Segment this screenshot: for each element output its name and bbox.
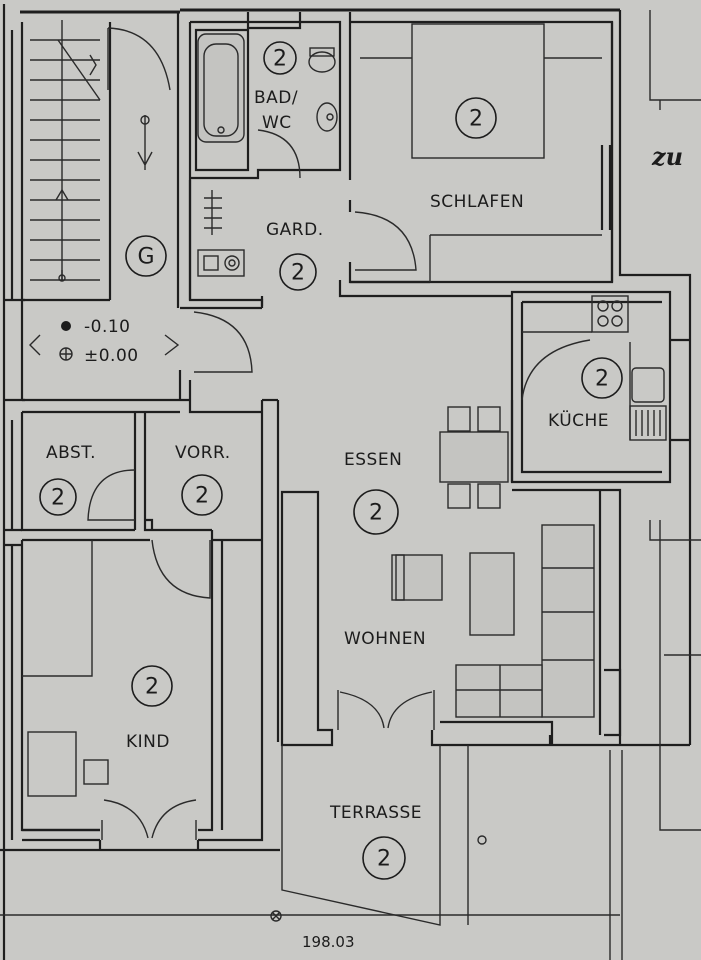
room-gard: GARD. 2 <box>266 220 324 291</box>
terrasse-number: 2 <box>377 847 391 872</box>
bad-label-line1: BAD/ <box>254 88 298 108</box>
towel-radiator <box>204 190 222 235</box>
schlafen-number: 2 <box>469 107 483 132</box>
gard-label: GARD. <box>266 220 324 240</box>
bathtub <box>197 33 245 143</box>
room-kueche: 2 KÜCHE <box>548 357 623 431</box>
sink-icon <box>316 102 338 132</box>
essen-number: 2 <box>369 501 383 526</box>
kind-furniture <box>22 540 109 797</box>
level-1: -0.10 <box>84 317 131 337</box>
entry-door <box>193 311 253 373</box>
bath-door <box>257 129 301 179</box>
arrow-right-icon <box>164 334 180 356</box>
wohnen-label: WOHNEN <box>344 629 426 649</box>
walls <box>0 4 701 960</box>
bed <box>360 23 602 282</box>
dining-table <box>439 406 509 509</box>
room-abst: ABST. 2 <box>39 443 96 516</box>
abst-label: ABST. <box>46 443 96 463</box>
gard-number: 2 <box>291 261 305 286</box>
room-wohnen: WOHNEN <box>344 629 426 649</box>
level-markers: -0.10 ±0.00 <box>59 317 139 366</box>
bad-number: 2 <box>273 47 287 72</box>
kueche-number: 2 <box>595 367 609 392</box>
abst-door <box>87 469 136 521</box>
kind-number: 2 <box>145 675 159 700</box>
toilet-icon <box>308 47 336 73</box>
stair-marker: G <box>125 235 167 277</box>
washer-dryer <box>197 249 245 277</box>
handwritten-note: zu <box>651 142 683 171</box>
arrow-left-icon <box>29 334 41 356</box>
room-essen: ESSEN 2 <box>344 450 402 535</box>
room-terrasse: TERRASSE 2 <box>329 803 487 880</box>
abst-number: 2 <box>51 486 65 511</box>
room-kind: 2 KIND <box>126 665 173 752</box>
elevation-marker: 198.03 <box>270 910 355 951</box>
stair-number: G <box>137 245 154 270</box>
terrasse-label: TERRASSE <box>329 803 422 823</box>
bad-label-line2: WC <box>262 113 292 133</box>
vorr-number: 2 <box>195 484 209 509</box>
kind-label: KIND <box>126 732 170 752</box>
kind-door <box>151 539 211 599</box>
room-bad-wc: 2 BAD/ WC <box>254 41 298 133</box>
schlafen-label: SCHLAFEN <box>430 192 524 212</box>
living-furniture <box>391 524 595 718</box>
vorr-label: VORR. <box>175 443 231 463</box>
room-vorr: VORR. 2 <box>175 443 231 516</box>
level-2: ±0.00 <box>84 346 139 366</box>
room-schlafen: 2 SCHLAFEN <box>430 97 524 212</box>
staircase <box>30 20 171 282</box>
bedroom-door <box>354 211 417 271</box>
kitchen-fixtures <box>521 295 667 441</box>
kueche-label: KÜCHE <box>548 409 609 431</box>
kind-window-door <box>101 799 197 840</box>
elevation-label: 198.03 <box>302 933 355 951</box>
essen-label: ESSEN <box>344 450 402 470</box>
living-terrace-door <box>337 690 435 730</box>
